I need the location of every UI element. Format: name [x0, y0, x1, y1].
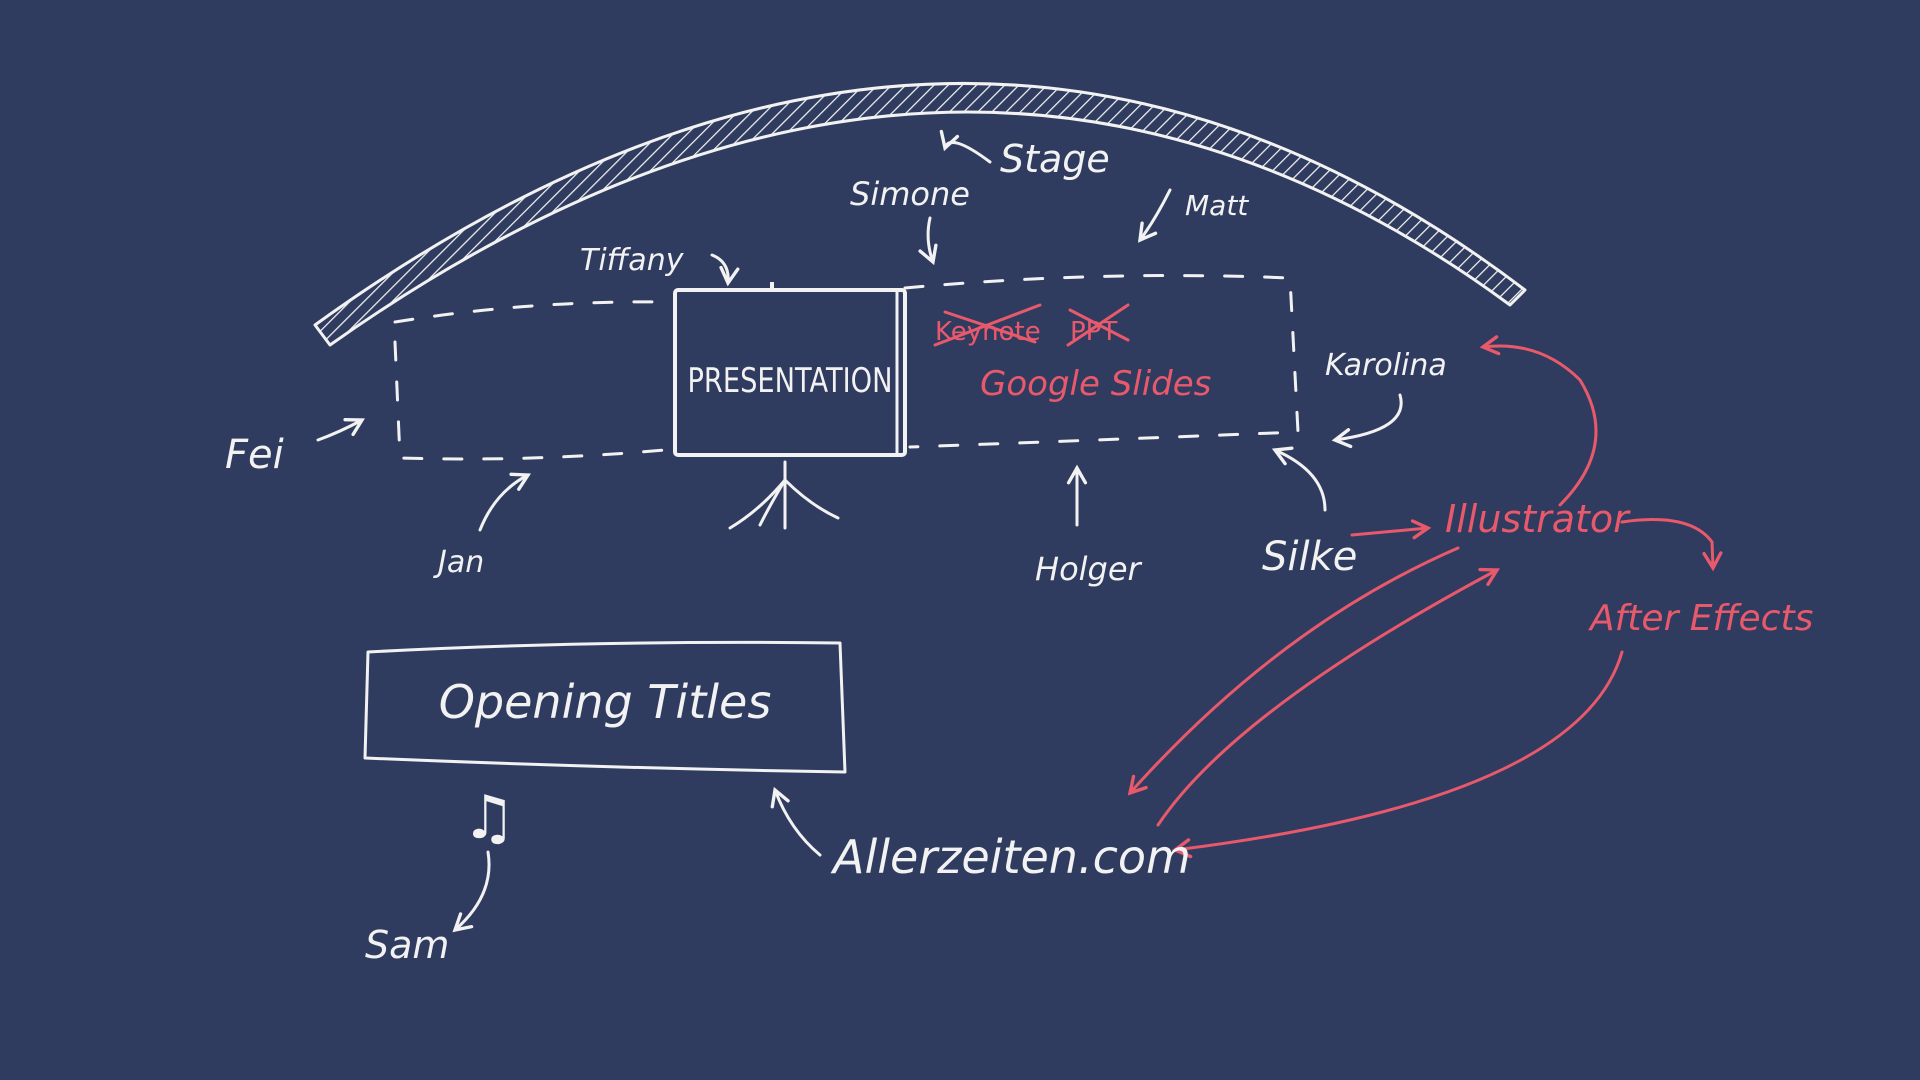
- strike-keynote: [933, 303, 1042, 347]
- website-to-illustrator-arrow: [1156, 567, 1500, 827]
- strike-ppt: [1066, 303, 1130, 347]
- website-label: Allerzeiten.com: [830, 830, 1191, 884]
- matt-label: Matt: [1185, 189, 1249, 222]
- screen-label: PRESENTATION: [688, 361, 893, 401]
- illustrator-to-website-arrow: [1127, 546, 1460, 796]
- stage-arc: [313, 81, 1527, 347]
- opening-titles-box: [363, 640, 847, 774]
- sam-label: Sam: [365, 923, 449, 967]
- tiffany-label: Tiffany: [580, 243, 685, 278]
- jan-arrow: [478, 472, 532, 532]
- illustrator-to-after-effects-arrow: [1620, 518, 1723, 572]
- presentation-screen: [673, 282, 907, 530]
- after-effects-label: After Effects: [1588, 598, 1813, 639]
- illustrator-to-stage-arrow: [1479, 335, 1598, 507]
- silke-arrow: [1271, 446, 1327, 512]
- matt-arrow: [1137, 188, 1172, 243]
- dashed-zone: [393, 274, 1300, 461]
- fei-arrow: [316, 417, 365, 442]
- music-note-icon: ♫: [462, 783, 516, 853]
- website-to-titles-arrow: [770, 786, 822, 857]
- struck-keynote: Keynote: [935, 317, 1041, 347]
- holger-label: Holger: [1035, 550, 1143, 588]
- jan-label: Jan: [433, 545, 484, 580]
- silke-label: Silke: [1262, 534, 1357, 580]
- after-effects-to-website-arrow: [1171, 650, 1624, 859]
- karolina-arrow: [1331, 393, 1403, 449]
- google-slides-label: Google Slides: [980, 364, 1211, 404]
- stage-arrow: [939, 129, 992, 164]
- tiffany-arrow: [710, 253, 740, 287]
- music-to-sam-arrow: [452, 850, 491, 933]
- karolina-label: Karolina: [1325, 348, 1447, 383]
- simone-label: Simone: [850, 175, 970, 213]
- simone-arrow: [918, 216, 938, 266]
- stage-label: Stage: [1000, 137, 1110, 181]
- fei-label: Fei: [225, 432, 284, 478]
- opening-titles-label: Opening Titles: [439, 675, 772, 729]
- tripod-stand: [728, 460, 840, 530]
- illustrator-label: Illustrator: [1445, 497, 1631, 541]
- silke-to-illustrator-arrow: [1350, 519, 1432, 540]
